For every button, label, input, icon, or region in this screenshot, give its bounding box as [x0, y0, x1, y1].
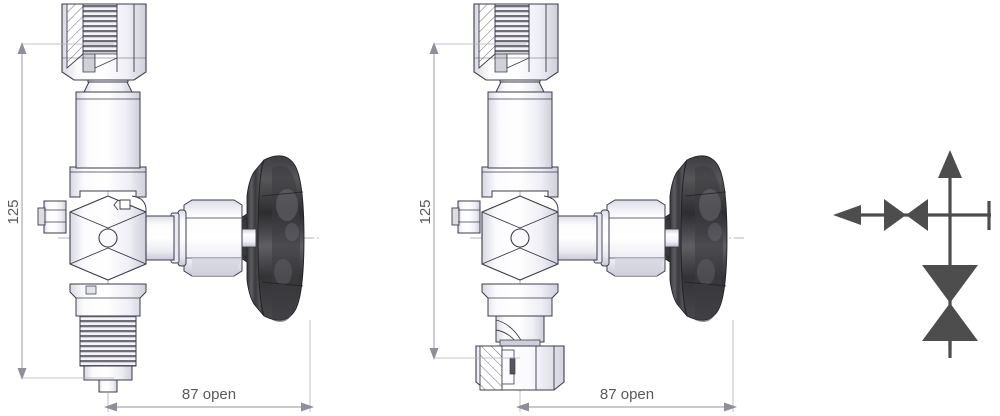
bottom-union-nut: [475, 315, 565, 391]
body-bore-circle: [98, 228, 118, 248]
needle-valve-left-triangle: [884, 199, 906, 231]
needle-valve-right-triangle: [906, 199, 928, 231]
dim-arrow-up: [429, 42, 439, 54]
body-column: [487, 73, 553, 169]
dim-arrow-left: [516, 402, 529, 412]
side-plug-bolt: [37, 200, 67, 234]
top-union-nut: [473, 3, 559, 81]
dim-arrow-left: [104, 402, 117, 412]
valve-body-hex: [481, 195, 559, 281]
upper-collar: [69, 166, 147, 198]
dim-arrow-down: [17, 368, 27, 380]
shutoff-valve-bottom-triangle: [922, 303, 978, 341]
dim-label-height: 125: [5, 199, 22, 224]
side-outlet-neck: [145, 215, 175, 261]
vertical-up-arrow: [938, 150, 962, 178]
outlet-arrow-left: [833, 205, 861, 225]
dimension-width-87-open: 87 open: [104, 320, 314, 412]
dimension-height-125: 125: [5, 42, 114, 380]
bonnet-packing-nut: [593, 199, 666, 277]
dim-label-height: 125: [417, 199, 434, 224]
body-column: [75, 73, 141, 169]
side-plug-bolt: [451, 200, 481, 234]
internal-thread-hatch: [494, 3, 530, 55]
valve-view-left: 125 87 open: [5, 3, 320, 412]
dimension-height-125: 125: [417, 42, 526, 360]
body-bore-circle: [510, 228, 530, 248]
dim-label-width: 87 open: [182, 386, 236, 403]
dim-arrow-down: [429, 348, 439, 360]
upper-collar: [481, 166, 559, 198]
bottom-male-thread: [79, 315, 137, 393]
lower-collar-nut: [69, 283, 147, 317]
dim-label-width: 87 open: [600, 386, 654, 403]
lower-collar-nut: [481, 283, 559, 317]
valve-body-hex: [69, 195, 147, 281]
flow-schematic-symbol: [833, 150, 991, 358]
dim-arrow-up: [17, 42, 27, 54]
valve-view-middle: 125 87 open: [417, 3, 744, 412]
shutoff-valve-top-triangle: [922, 265, 978, 303]
dim-arrow-right: [724, 402, 737, 412]
internal-thread-hatch: [82, 3, 118, 55]
bonnet-packing-nut: [170, 199, 243, 277]
top-union-nut: [61, 3, 147, 81]
handwheel: [240, 155, 305, 322]
dimension-width-87-open: 87 open: [516, 320, 737, 412]
side-outlet-neck: [557, 215, 598, 261]
dim-arrow-right: [301, 402, 314, 412]
